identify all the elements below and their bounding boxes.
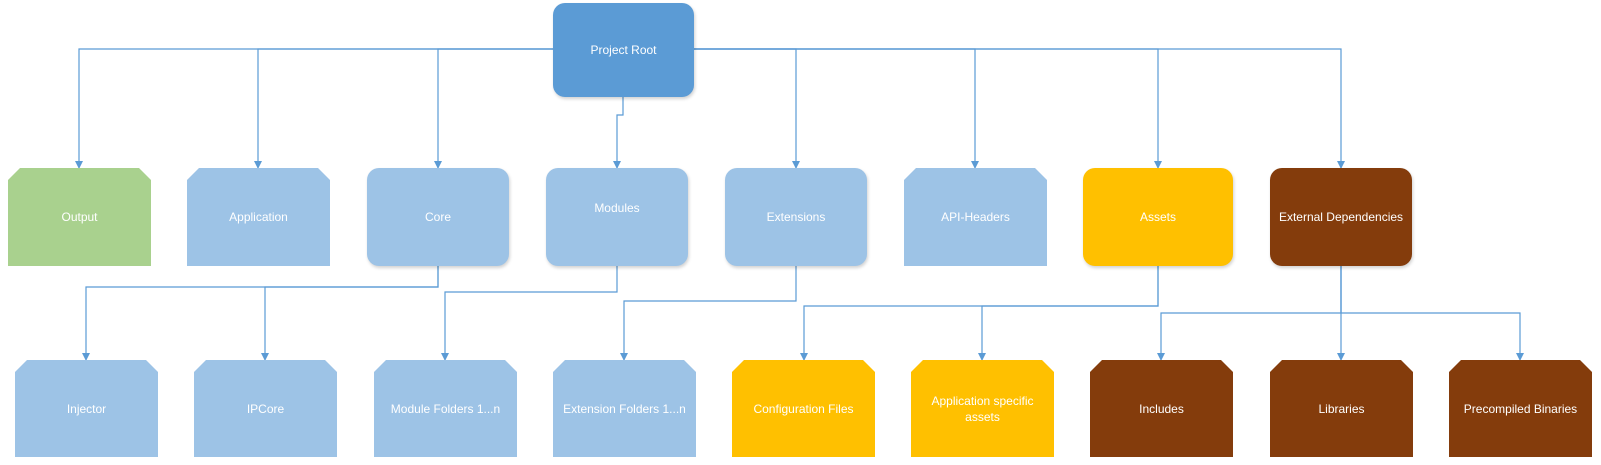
connector-external-precompiled-binaries — [1340, 266, 1524, 361]
node-extension-folders[interactable]: Extension Folders 1...n — [553, 360, 696, 457]
connector-assets-application-assets — [978, 266, 1159, 361]
node-precompiled-binaries-label: Precompiled Binaries — [1463, 401, 1578, 416]
node-injector[interactable]: Injector — [15, 360, 158, 457]
node-application-assets[interactable]: Application specific assets — [911, 360, 1054, 457]
node-api-headers-label: API-Headers — [941, 210, 1010, 224]
node-ipcore-label: IPCore — [246, 401, 285, 416]
node-includes-label: Includes — [1139, 401, 1184, 416]
connector-core-ipcore — [261, 266, 439, 361]
node-configuration-files[interactable]: Configuration Files — [732, 360, 875, 457]
node-extension-folders-label: Extension Folders 1...n — [563, 401, 686, 416]
node-modules-label: Modules — [594, 201, 640, 215]
node-output[interactable]: Output — [8, 168, 151, 266]
node-module-folders-label: Module Folders 1...n — [390, 401, 501, 416]
connector-root-api-headers — [694, 48, 979, 169]
node-project-root-label: Project Root — [590, 43, 657, 57]
node-external-dependencies[interactable]: External Dependencies — [1270, 168, 1412, 266]
node-extensions-label: Extensions — [766, 210, 826, 224]
connector-root-assets — [694, 48, 1162, 169]
connector-external-includes — [1157, 266, 1342, 361]
connector-root-output — [75, 48, 553, 169]
node-injector-label: Injector — [66, 401, 107, 416]
connector-root-modules — [613, 97, 624, 169]
node-external-dependencies-label: External Dependencies — [1278, 210, 1404, 224]
node-modules[interactable]: Modules — [546, 168, 688, 266]
node-output-label: Output — [61, 210, 98, 224]
node-core-label: Core — [424, 210, 451, 224]
node-core[interactable]: Core — [367, 168, 509, 266]
node-application-assets-label: Application specific assets — [931, 393, 1034, 424]
node-libraries[interactable]: Libraries — [1270, 360, 1413, 457]
node-libraries-label: Libraries — [1318, 401, 1365, 416]
connector-assets-configuration-files — [800, 266, 1159, 361]
connector-modules-module-folders — [441, 266, 618, 361]
node-assets[interactable]: Assets — [1083, 168, 1233, 266]
node-project-root[interactable]: Project Root — [553, 3, 694, 97]
node-precompiled-binaries[interactable]: Precompiled Binaries — [1449, 360, 1592, 457]
node-extensions[interactable]: Extensions — [725, 168, 867, 266]
node-api-headers[interactable]: API-Headers — [904, 168, 1047, 266]
node-application-label: Application — [229, 210, 288, 224]
connector-extensions-extension-folders — [620, 266, 797, 361]
connector-root-application — [254, 48, 553, 169]
node-module-folders[interactable]: Module Folders 1...n — [374, 360, 517, 457]
connector-root-extensions — [694, 48, 800, 169]
node-application[interactable]: Application — [187, 168, 330, 266]
node-ipcore[interactable]: IPCore — [194, 360, 337, 457]
node-assets-label: Assets — [1139, 210, 1176, 224]
connector-root-external-dependencies — [694, 48, 1345, 169]
connector-core-injector — [82, 266, 439, 361]
node-includes[interactable]: Includes — [1090, 360, 1233, 457]
node-configuration-files-label: Configuration Files — [753, 401, 854, 416]
connector-root-core — [434, 48, 553, 169]
